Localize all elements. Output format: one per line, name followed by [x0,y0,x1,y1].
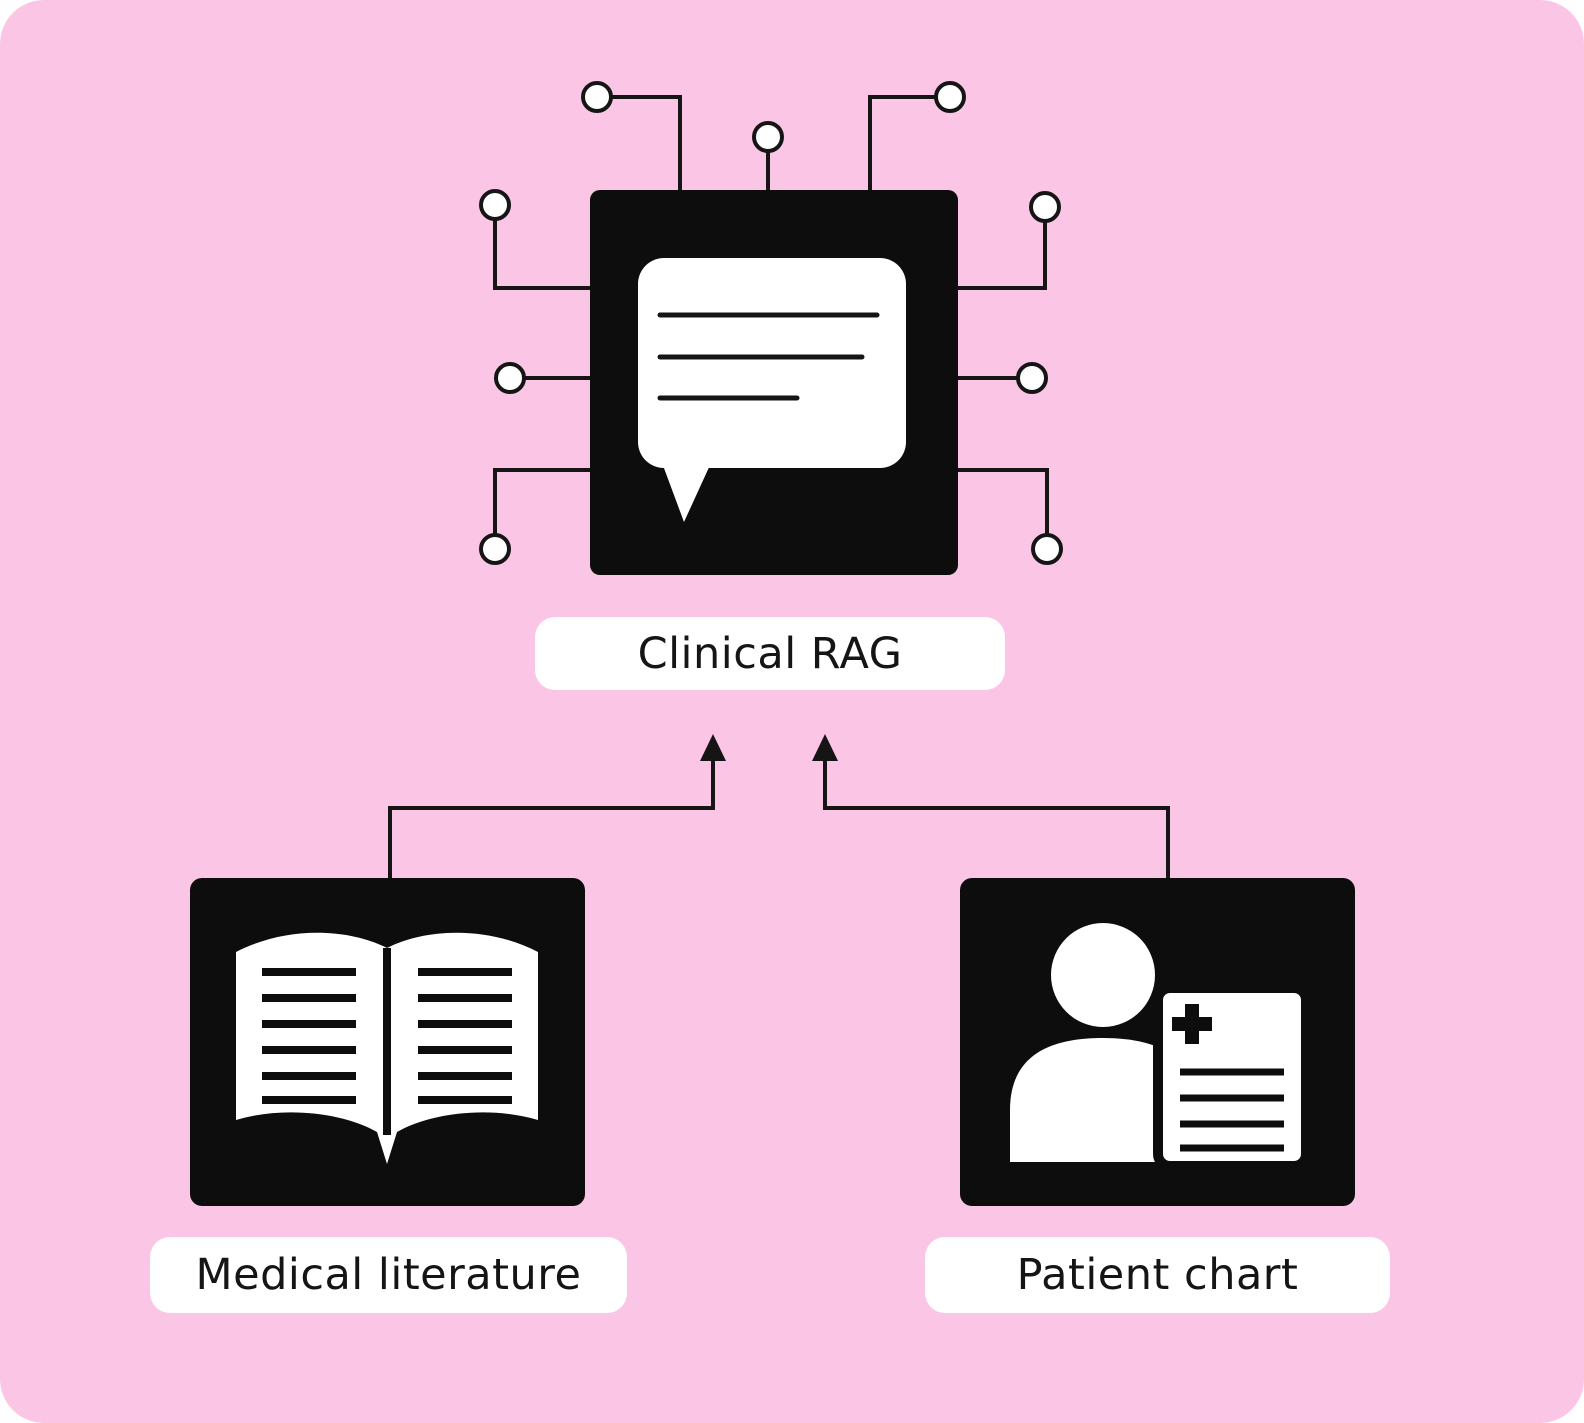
chip-chat-icon [638,258,906,522]
medical-cross-icon [1172,1004,1212,1044]
arrowhead-icon [812,734,838,761]
chip-pins [493,95,1049,549]
clinical-rag-node [479,81,1063,575]
arrowhead-icon [700,734,726,761]
medical-literature-node [190,878,585,1206]
open-book-icon [236,932,538,1164]
patient-chart-label: Patient chart [925,1237,1390,1313]
patient-chart-label-text: Patient chart [1016,1250,1299,1300]
chip-pin-dots [479,81,1063,565]
person-chart-icon [1010,923,1311,1171]
clinical-rag-label: Clinical RAG [535,617,1005,690]
medical-literature-label-text: Medical literature [195,1250,582,1300]
patient-chart-node [960,878,1355,1206]
medical-literature-label: Medical literature [150,1237,627,1313]
edge-patient-to-rag [812,734,1170,878]
clinical-rag-label-text: Clinical RAG [637,628,903,679]
edge-medical-to-rag [388,734,726,878]
